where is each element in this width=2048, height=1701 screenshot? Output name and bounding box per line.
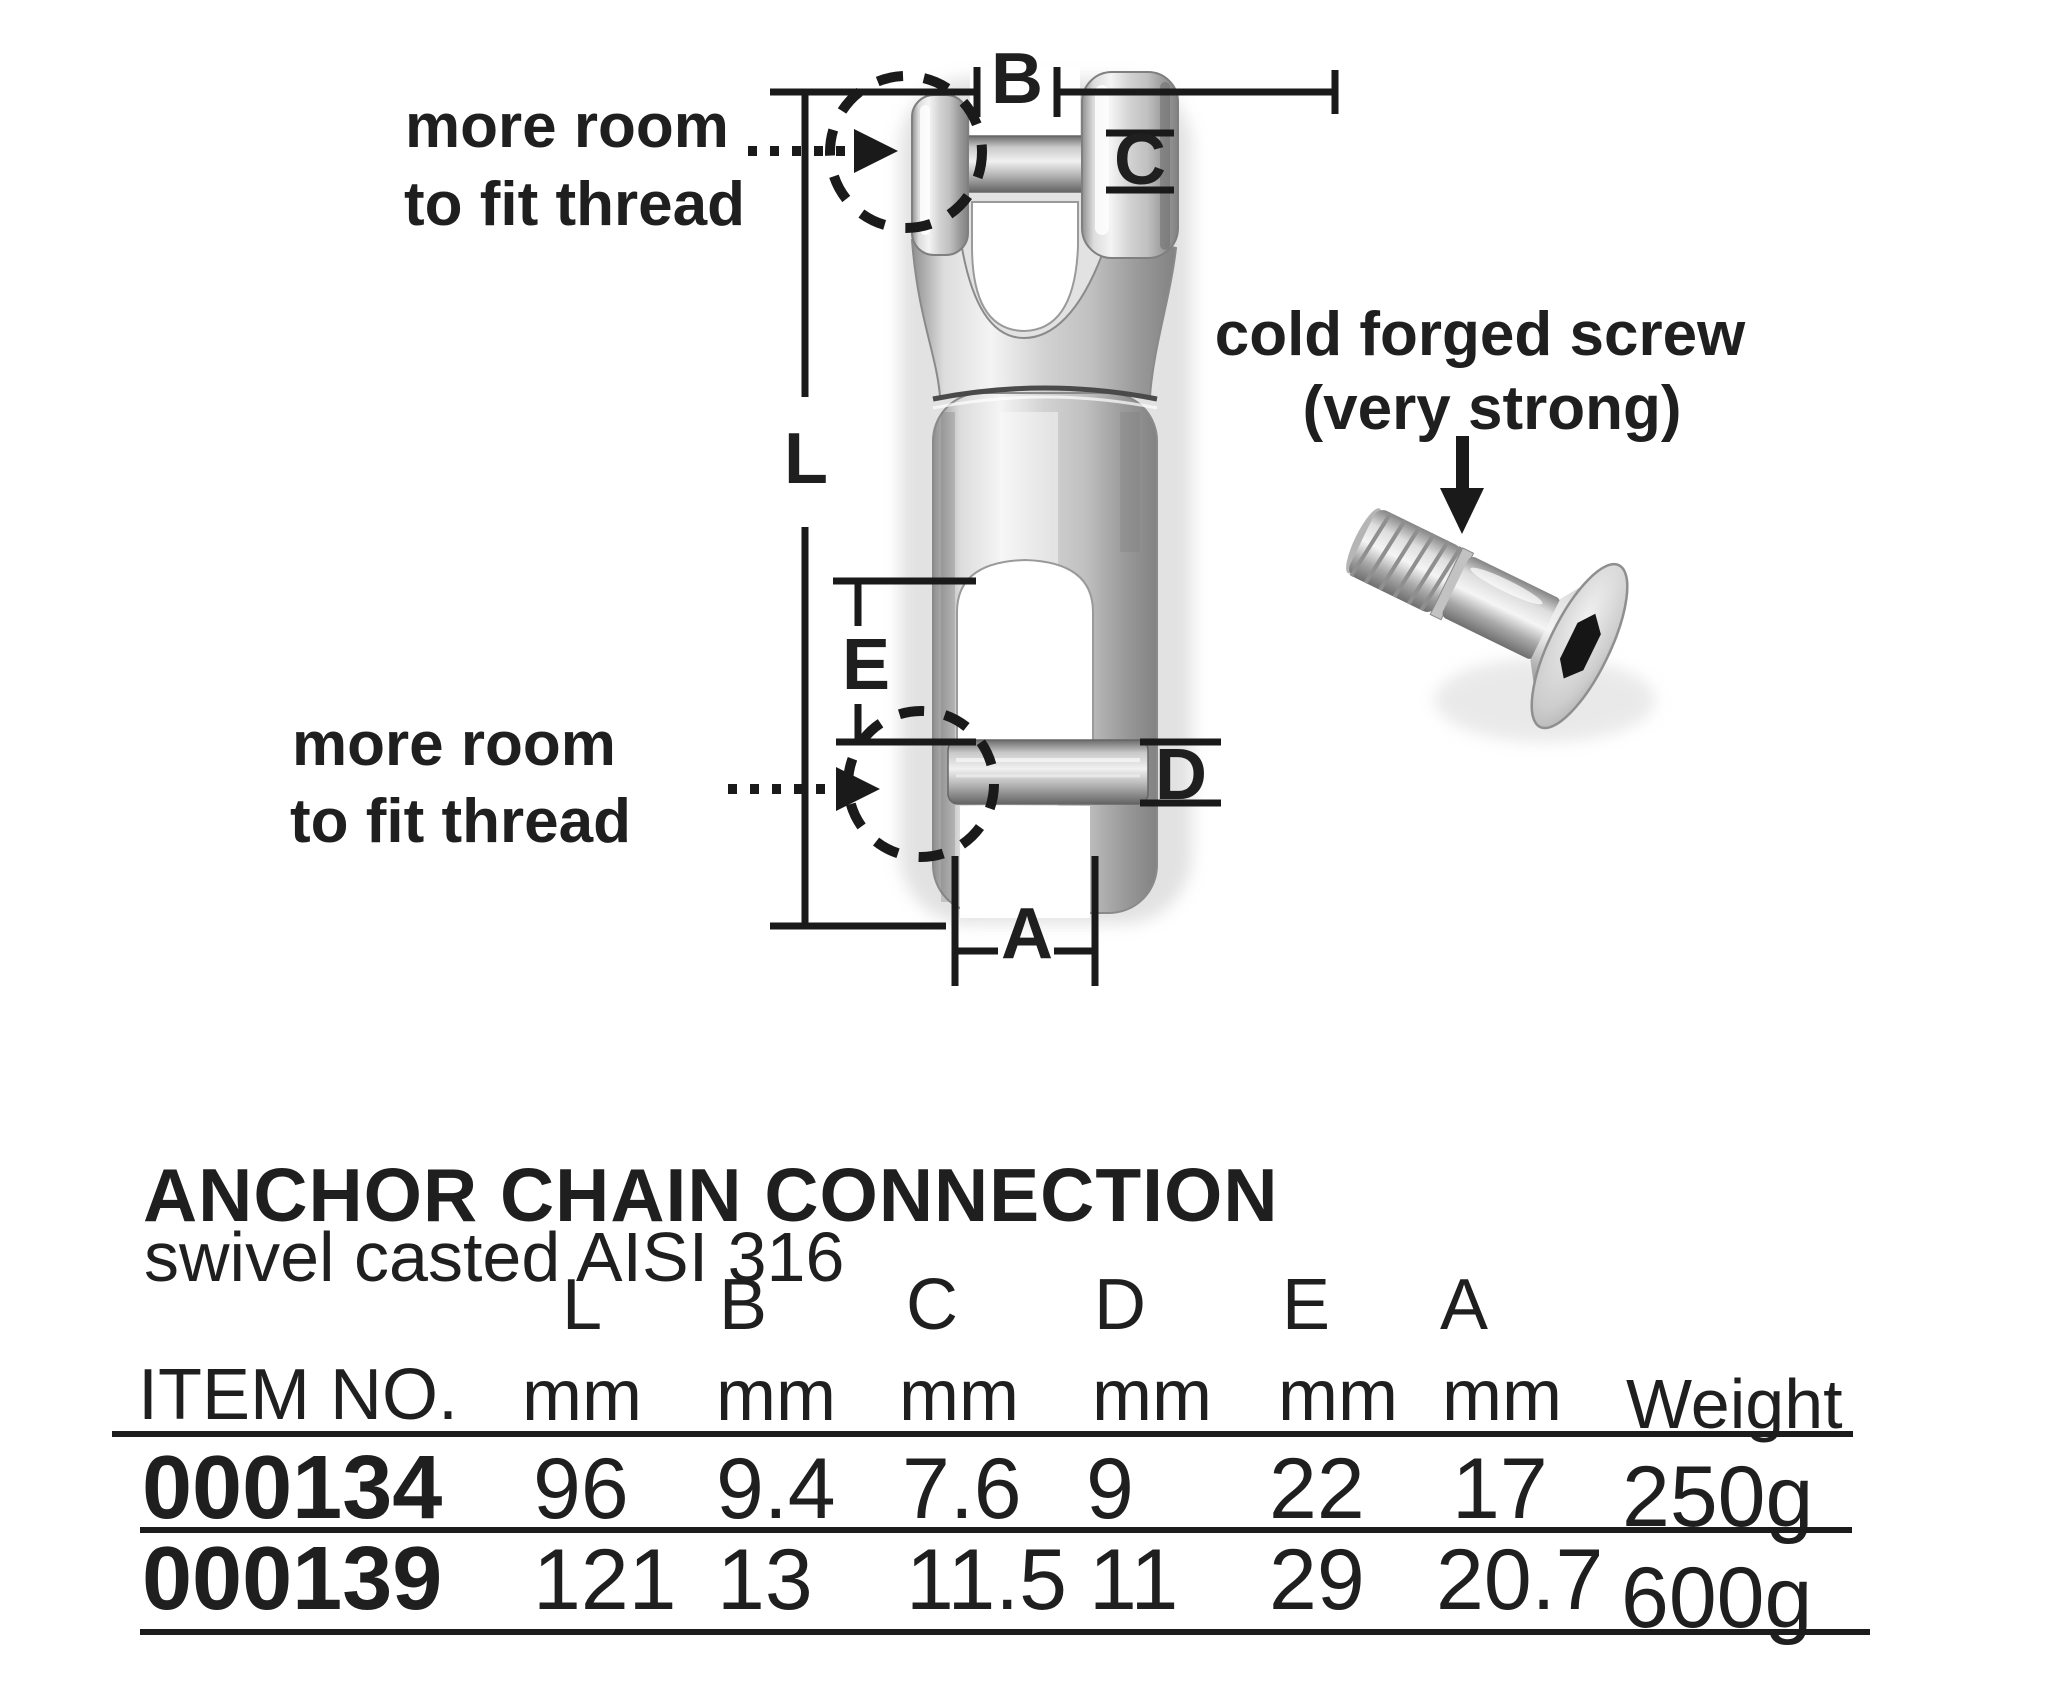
col-header-B: B <box>719 1265 768 1345</box>
table-cell-B: 13 <box>717 1532 813 1628</box>
dim-ticks-B <box>973 67 1339 117</box>
table-cell-A: 20.7 <box>1436 1532 1604 1628</box>
unit-header-E: mm <box>1278 1356 1398 1436</box>
upper-body <box>910 230 1178 397</box>
table-cell-D: 11 <box>1089 1532 1179 1628</box>
table-cell-E: 29 <box>1269 1532 1365 1628</box>
unit-header-A: mm <box>1442 1356 1562 1436</box>
item-no-cell: 000134 <box>142 1438 443 1538</box>
item-no-cell: 000139 <box>142 1529 443 1629</box>
screw-thread-ridges <box>1349 511 1463 612</box>
dim-line-C <box>1106 129 1174 194</box>
weight-cell: 250g <box>1622 1449 1814 1545</box>
callout-bottom-line1: more room <box>292 710 616 779</box>
unit-header-C: mm <box>899 1356 1019 1436</box>
callout-screw-line1: cold forged screw <box>1214 300 1746 369</box>
page-subtitle: swivel casted AISI 316 <box>144 1218 845 1296</box>
dim-label-C: C <box>1114 120 1166 200</box>
table-cell-A: 17 <box>1452 1441 1548 1537</box>
col-header-D: D <box>1094 1265 1146 1345</box>
unit-header-B: mm <box>716 1356 836 1436</box>
jaw-shade <box>1160 82 1170 250</box>
dim-label-A: A <box>1001 894 1053 974</box>
unit-header-D: mm <box>1092 1356 1212 1436</box>
screw-shaft <box>1442 557 1561 659</box>
unit-header-L: mm <box>522 1356 642 1436</box>
dim-label-E: E <box>841 625 891 705</box>
item-no-header: ITEM NO. <box>138 1355 458 1435</box>
col-header-A: A <box>1440 1265 1489 1345</box>
dim-label-L: L <box>784 419 828 499</box>
body-shade <box>941 412 955 902</box>
callout-screw-line2: (very strong) <box>1302 374 1682 443</box>
dim-line-A <box>951 856 1099 986</box>
table-cell-C: 11.5 <box>906 1532 1067 1628</box>
lower-opening <box>956 558 1094 743</box>
leader-arrows <box>728 129 1484 811</box>
screw-glint <box>1470 567 1543 605</box>
swivel-seam <box>932 385 1158 402</box>
table-cell-L: 96 <box>533 1441 629 1537</box>
screw-arrow-shaft <box>1456 436 1469 492</box>
table-cell-L: 121 <box>533 1532 677 1628</box>
hex-socket-icon <box>1559 613 1601 679</box>
detail-circle-top <box>825 71 987 233</box>
dimension-lines <box>770 67 1339 986</box>
swivel-body-drawing <box>900 66 1655 924</box>
weight-header: Weight <box>1626 1365 1843 1443</box>
dim-label-B: B <box>991 39 1043 119</box>
table-cell-E: 22 <box>1269 1441 1365 1537</box>
dim-line-L <box>770 92 946 930</box>
jaw-highlight <box>920 105 930 235</box>
callout-bottom-line2: to fit thread <box>290 787 631 856</box>
arrowhead-bottom-icon <box>836 767 880 811</box>
dim-line-E <box>833 577 976 746</box>
col-header-L: L <box>562 1265 603 1345</box>
dim-label-D: D <box>1155 735 1207 815</box>
col-header-C: C <box>906 1265 958 1345</box>
swivel-seam-highlight <box>932 395 1158 410</box>
table-cell-B: 9.4 <box>716 1441 836 1537</box>
upper-opening <box>971 201 1079 333</box>
table-rule-header <box>112 1431 1853 1437</box>
top-gap <box>970 66 1080 136</box>
jaw-highlight <box>1095 85 1109 235</box>
table-cell-D: 9 <box>1086 1441 1134 1537</box>
dim-line-D <box>1140 738 1221 807</box>
lower-gap <box>960 806 1090 918</box>
detail-circle-bottom <box>843 706 999 862</box>
body-shade <box>1120 412 1140 552</box>
table-cell-C: 7.6 <box>902 1441 1022 1537</box>
col-header-E: E <box>1282 1265 1331 1345</box>
weight-cell: 600g <box>1621 1550 1813 1646</box>
page-title: ANCHOR CHAIN CONNECTION <box>143 1153 1279 1237</box>
lower-pin <box>947 739 1149 805</box>
callout-top-line1: more room <box>405 92 729 161</box>
table-rule-row2 <box>140 1629 1870 1635</box>
screw-arrow-icon <box>1440 488 1484 534</box>
screw-drawing <box>1346 508 1629 730</box>
table-rule-row1 <box>140 1527 1852 1533</box>
arrowhead-top-icon <box>854 129 898 173</box>
callout-top-line2: to fit thread <box>404 170 745 239</box>
